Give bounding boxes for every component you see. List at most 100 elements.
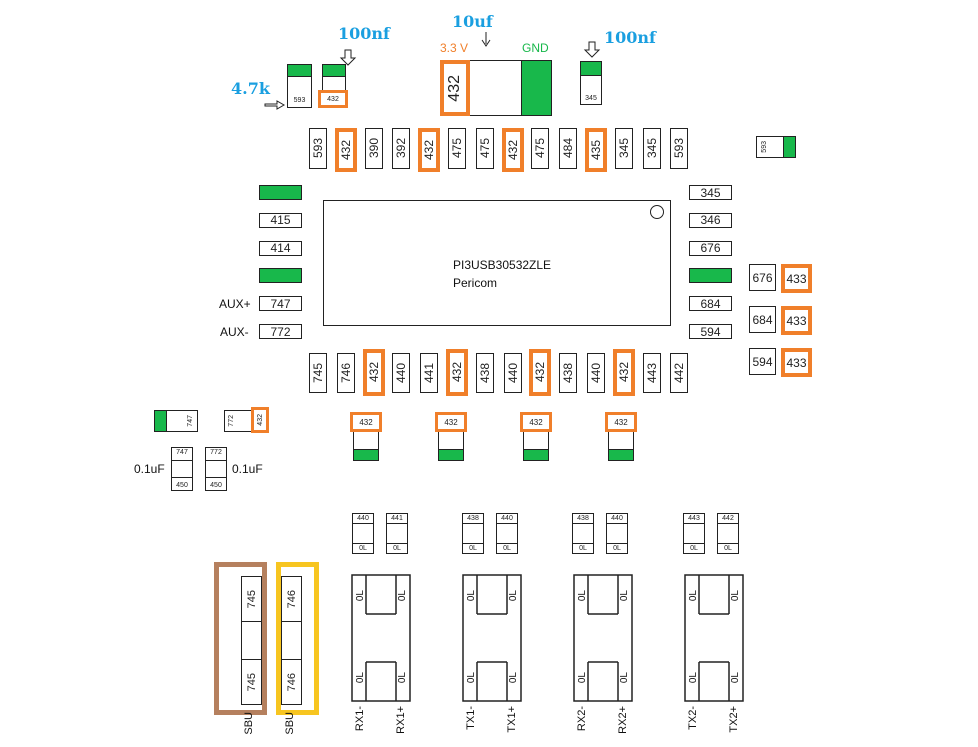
green-pad — [439, 449, 463, 460]
lane-label-pos: TX2+ — [728, 706, 740, 733]
part-value-bottom: 0L — [573, 543, 593, 553]
part-747: 747 — [154, 410, 198, 432]
part-value-top: 441 — [387, 514, 407, 524]
part-value: 593 — [293, 97, 306, 104]
res-4-7k-label: 4.7k — [231, 79, 270, 98]
pad-594: 594 — [689, 324, 732, 339]
part-value: 432 — [533, 362, 548, 383]
sbu1-highlight — [214, 562, 267, 715]
pad-345: 345 — [689, 185, 732, 200]
green-pad — [609, 449, 633, 460]
resistor-438: 438 — [475, 353, 494, 393]
part-value-bottom: 0L — [607, 543, 627, 553]
gnd-pad — [521, 60, 552, 116]
pad-432: 432 — [520, 412, 552, 432]
sbu2-part: 746 746 — [281, 576, 302, 705]
part-value-top: 440 — [497, 514, 517, 524]
resistor-442: 442 — [670, 353, 689, 393]
cap-100nf-right-label: 100nf — [604, 28, 656, 47]
pad-414: 414 — [259, 240, 302, 256]
part-value: 432 — [505, 139, 520, 161]
chip-pi3usb30532zle: PI3USB30532ZLE Pericom — [323, 200, 671, 326]
part-value: 745 — [245, 672, 258, 692]
chip-manufacturer: Pericom — [453, 276, 498, 290]
resistor-746: 746 — [336, 353, 355, 393]
pad-432: 432 — [350, 412, 382, 432]
part-value-bottom: 450 — [210, 482, 222, 489]
part-value: 746 — [285, 672, 298, 692]
green-pad — [783, 137, 795, 157]
lane-label-neg: TX2- — [687, 706, 699, 730]
pad-432: 432 — [605, 412, 637, 432]
part-value: 443 — [644, 362, 659, 384]
resistor-432: 432 — [501, 128, 524, 172]
part-value-top: 747 — [176, 449, 188, 456]
green-pad — [155, 411, 167, 431]
part-value: 345 — [644, 138, 659, 159]
resistor-440: 440 — [503, 353, 522, 393]
part-value: 475 — [450, 138, 464, 159]
part-value: 432 — [338, 139, 353, 161]
cap-0-1uf-right: 772 450 — [205, 447, 227, 491]
pad-value: 0L — [397, 672, 408, 684]
resistor-440: 440 — [392, 353, 411, 393]
lane-footprint-outline — [684, 574, 744, 702]
resistor-475: 475 — [475, 128, 494, 169]
pad-432-small: 432 — [251, 407, 269, 433]
green-pad — [524, 449, 548, 460]
pad-value: 0L — [508, 590, 519, 602]
part-value: 435 — [589, 139, 603, 161]
chip-part-number: PI3USB30532ZLE — [453, 258, 552, 272]
resistor-593: 593 — [287, 64, 312, 108]
pad-684: 684 — [749, 306, 776, 333]
lane-label-neg: RX2- — [576, 706, 588, 732]
pad-433: 433 — [781, 348, 812, 377]
pad-value: 0L — [508, 672, 519, 684]
pad-value: 0L — [355, 672, 366, 684]
part-value-top: 442 — [718, 514, 738, 524]
green-pad — [259, 185, 302, 200]
cap-100nf-left-label: 100nf — [338, 24, 390, 43]
part-value-top: 440 — [607, 514, 627, 524]
resistor-441: 441 — [420, 353, 439, 393]
pad-value: 0L — [730, 590, 741, 602]
part-value: 440 — [589, 362, 603, 384]
part-value: 432 — [256, 414, 264, 426]
pad-433: 433 — [781, 264, 812, 293]
green-pad — [354, 449, 378, 460]
part-value: 345 — [585, 95, 597, 102]
pad-594: 594 — [749, 348, 776, 375]
lane-label-pos: RX1+ — [395, 706, 407, 734]
part-value: 438 — [561, 362, 576, 384]
pad-432-big: 432 — [440, 60, 470, 116]
vcc-3v3-label: 3.3 V — [440, 41, 469, 55]
pad-value: 0L — [730, 672, 741, 684]
lane-footprint-outline — [462, 574, 522, 702]
sbu1-part: 745 745 — [241, 576, 262, 705]
part-value: 475 — [477, 138, 492, 159]
part-value: 438 — [477, 362, 492, 384]
part-value: 440 — [394, 362, 409, 384]
resistor-435: 435 — [585, 128, 607, 172]
part-value-top: 772 — [210, 449, 222, 456]
part-value-top: 438 — [573, 514, 593, 524]
part-value-bottom: 0L — [463, 543, 483, 553]
pad-value: 0L — [688, 590, 699, 602]
part-value: 432 — [446, 74, 463, 102]
lane-label-neg: RX1- — [354, 706, 366, 732]
resistor-593: 593 — [309, 128, 327, 169]
resistor-593: 593 — [670, 128, 689, 169]
pad-676: 676 — [689, 240, 732, 256]
pad-value: 0L — [397, 590, 408, 602]
resistor-345: 345 — [642, 128, 661, 169]
lane-footprint-outline — [573, 574, 633, 702]
part-value: 593 — [311, 138, 325, 159]
green-pad — [288, 65, 311, 77]
aux-minus-label: AUX- — [220, 325, 249, 339]
cap-0-1uf-right-label: 0.1uF — [232, 462, 263, 476]
